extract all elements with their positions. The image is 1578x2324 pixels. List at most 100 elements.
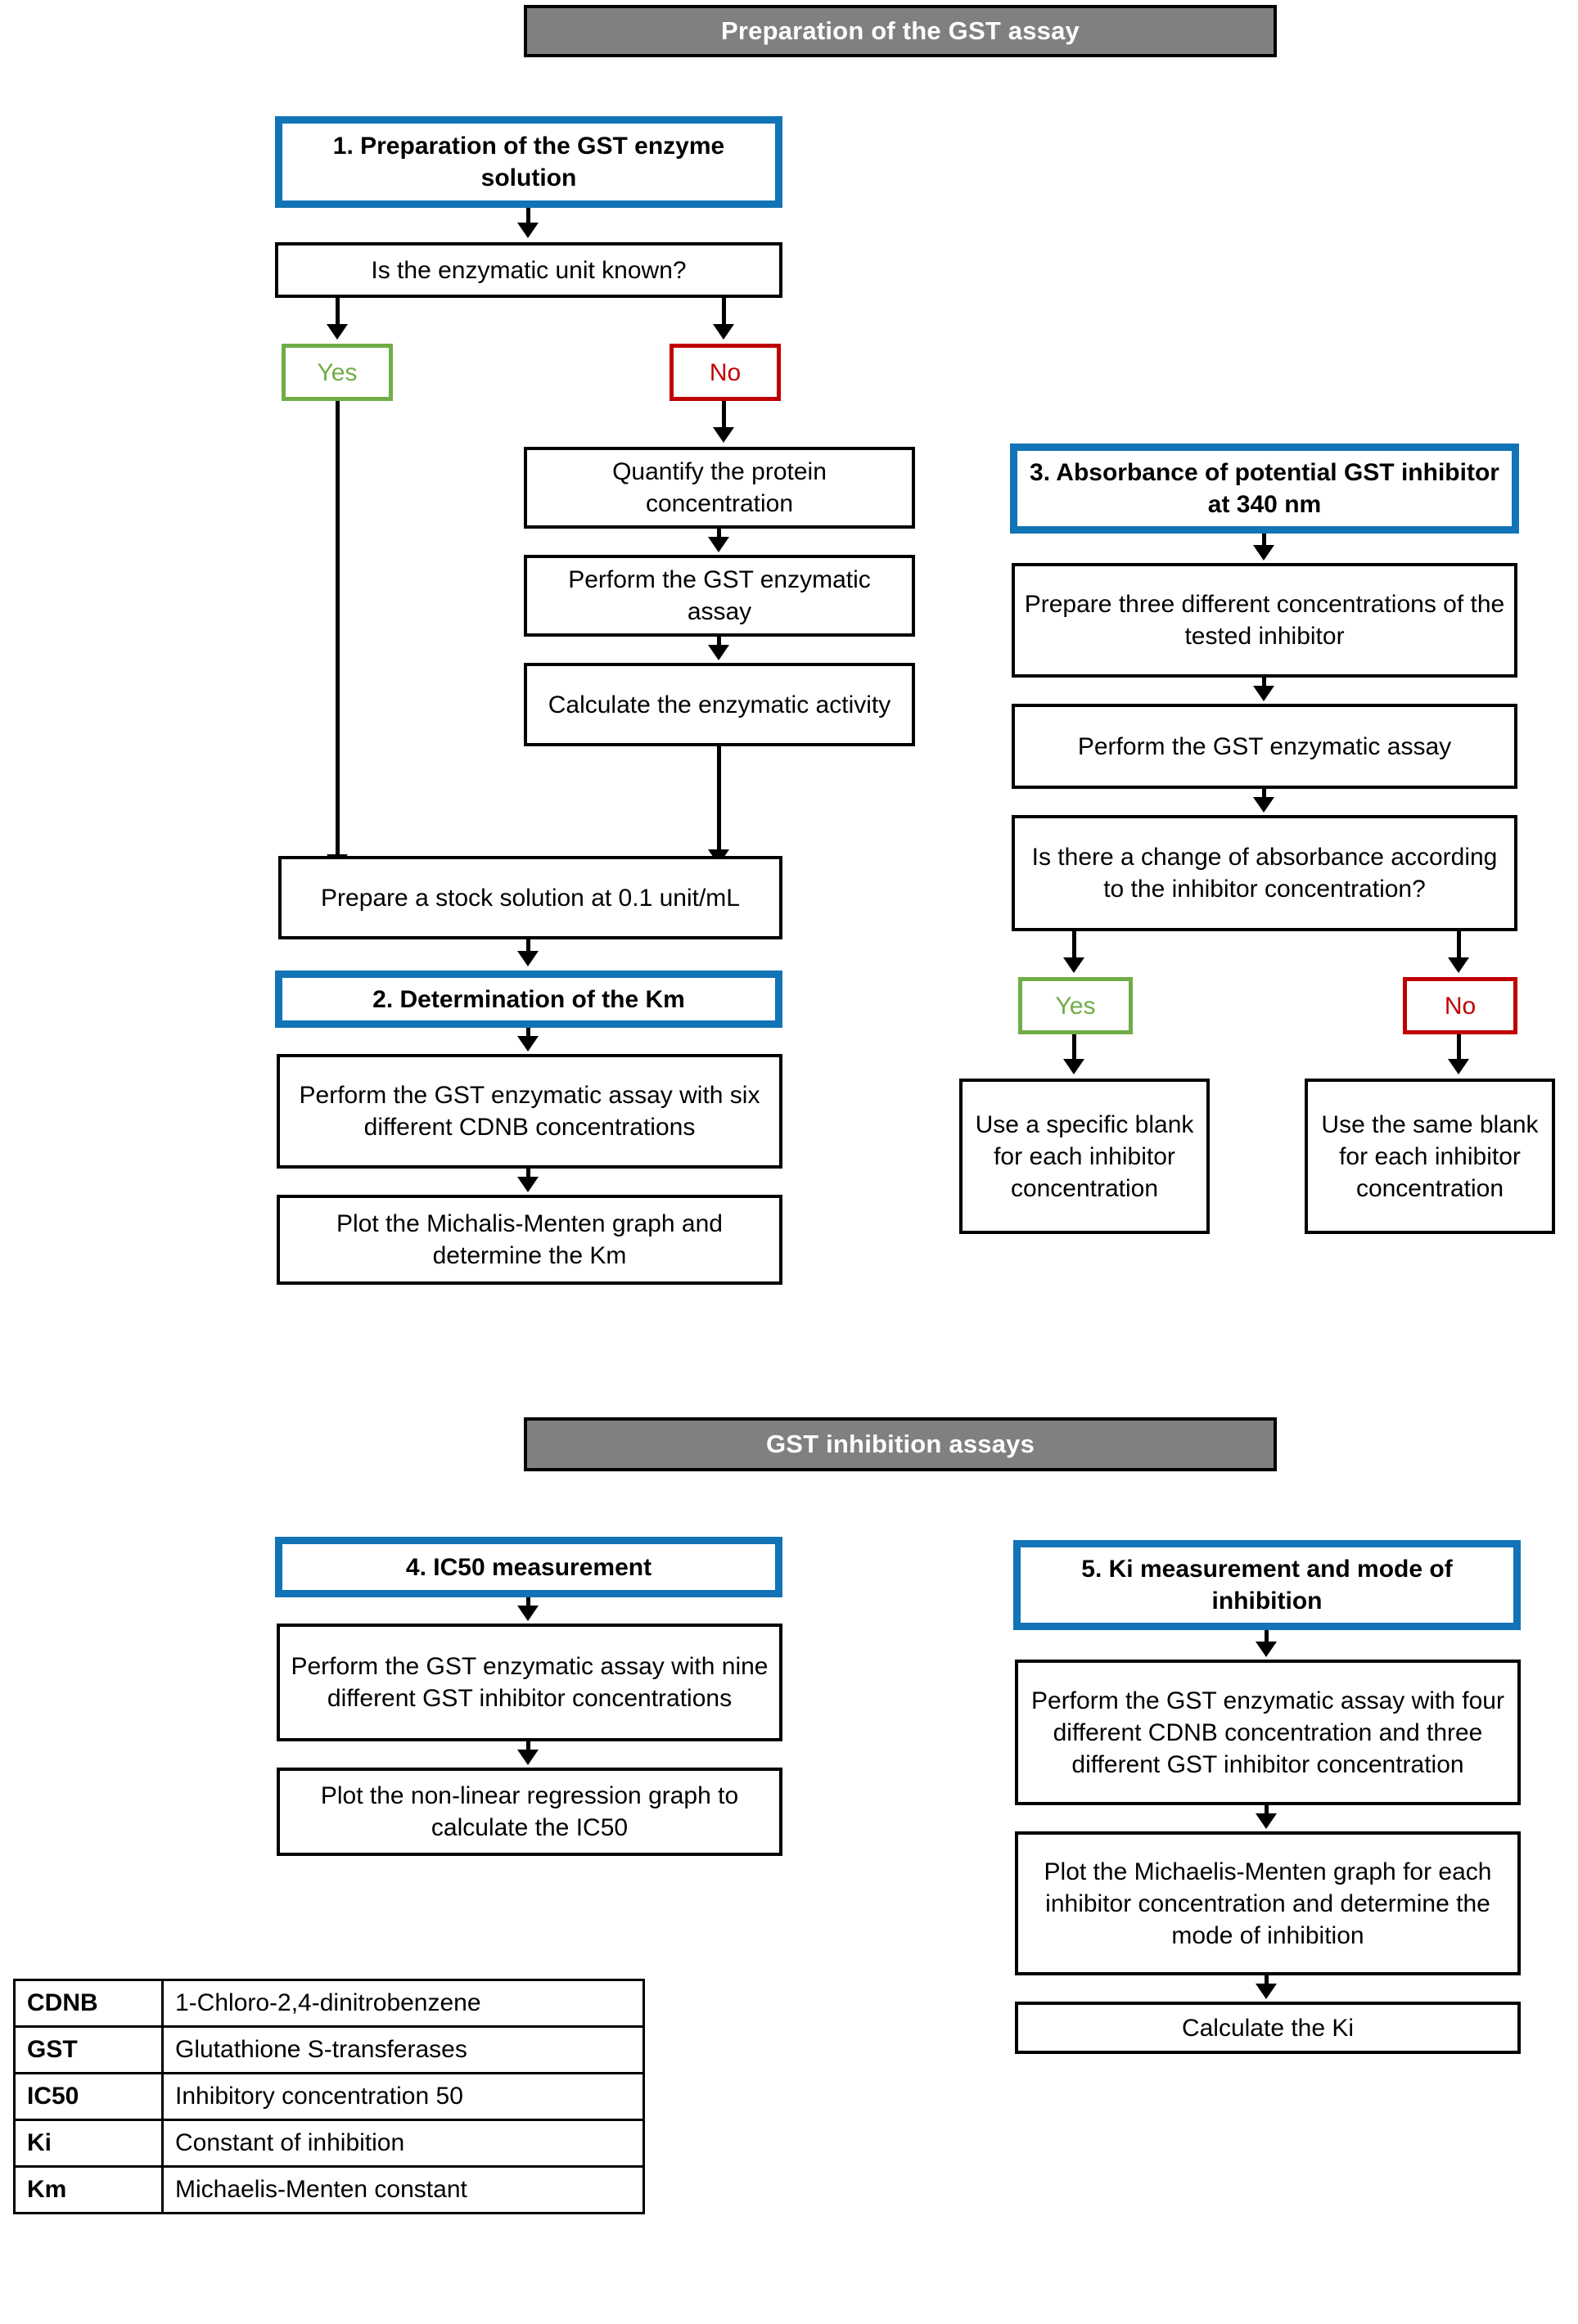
arrowhead-s2-step2 xyxy=(517,1177,539,1192)
connector-s3-yes-to-result xyxy=(1072,1034,1076,1064)
arrowhead-s3-no xyxy=(1448,957,1469,973)
connector-s3-no-to-result xyxy=(1457,1034,1461,1064)
abbr-value: 1-Chloro-2,4-dinitrobenzene xyxy=(161,1979,645,2028)
section5-step3: Calculate the Ki xyxy=(1015,2002,1521,2054)
section1-quantify-label: Quantify the protein concentration xyxy=(612,458,827,517)
abbr-key: IC50 xyxy=(13,2072,164,2121)
abbr-key: CDNB xyxy=(13,1979,164,2028)
section4-step2: Plot the non-linear regression graph to … xyxy=(277,1768,782,1856)
section3-heading-label: 3. Absorbance of potential GST inhibitor… xyxy=(1030,459,1499,518)
connector-s3-step1-to-step2 xyxy=(1262,678,1266,691)
section1-quantify: Quantify the protein concentration xyxy=(524,447,915,529)
section5-step1: Perform the GST enzymatic assay with fou… xyxy=(1015,1660,1521,1805)
section3-yes-result: Use a specific blank for each inhibitor … xyxy=(959,1079,1210,1234)
arrowhead-s1-no xyxy=(713,324,734,340)
table-row: GST Glutathione S-transferases xyxy=(13,2025,645,2074)
arrowhead-s3-no-result xyxy=(1448,1059,1469,1074)
section1-perform-assay: Perform the GST enzymatic assay xyxy=(524,555,915,637)
section5-step3-label: Calculate the Ki xyxy=(1181,2014,1355,2042)
connector-s4-step1-to-step2 xyxy=(526,1741,530,1754)
arrowhead-s3-yes-result xyxy=(1063,1059,1084,1074)
banner-inhibition: GST inhibition assays xyxy=(524,1417,1277,1471)
table-row: Km Michaelis-Menten constant xyxy=(13,2165,645,2214)
arrowhead-s3-yes xyxy=(1063,957,1084,973)
arrowhead-s1-calculate xyxy=(708,645,729,660)
section2-step2-label: Plot the Michalis-Menten graph and deter… xyxy=(336,1210,723,1269)
arrowhead-s3-step2 xyxy=(1253,686,1274,701)
section4-heading-label: 4. IC50 measurement xyxy=(405,1553,652,1581)
section5-step1-label: Perform the GST enzymatic assay with fou… xyxy=(1031,1687,1504,1778)
connector-s3-heading-to-step1 xyxy=(1262,534,1266,550)
banner-preparation: Preparation of the GST assay xyxy=(524,5,1277,57)
section1-decision-label: Is the enzymatic unit known? xyxy=(371,256,687,284)
section1-yes-label: Yes xyxy=(317,358,358,386)
section2-step1: Perform the GST enzymatic assay with six… xyxy=(277,1054,782,1169)
section3-decision: Is there a change of absorbance accordin… xyxy=(1012,815,1517,931)
abbr-value: Constant of inhibition xyxy=(161,2119,645,2168)
abbr-key: GST xyxy=(13,2025,164,2074)
connector-s5-heading-to-step1 xyxy=(1265,1630,1269,1646)
connector-s3-decision-to-no xyxy=(1457,931,1461,962)
connector-s1-yes-long xyxy=(336,401,340,859)
section3-no-chip: No xyxy=(1403,977,1517,1034)
arrowhead-s1-quantify xyxy=(713,427,734,443)
section5-heading: 5. Ki measurement and mode of inhibition xyxy=(1013,1540,1521,1630)
section1-no-label: No xyxy=(709,358,742,386)
section4-heading: 4. IC50 measurement xyxy=(275,1537,782,1597)
section1-yes-chip: Yes xyxy=(282,344,393,401)
arrowhead-s3-step1 xyxy=(1253,545,1274,561)
connector-s2-step1-to-step2 xyxy=(526,1169,530,1182)
connector-s1-calculate-to-stock xyxy=(717,746,721,854)
section5-step2: Plot the Michaelis-Menten graph for each… xyxy=(1015,1831,1521,1975)
section1-decision: Is the enzymatic unit known? xyxy=(275,242,782,298)
section3-no-result-label: Use the same blank for each inhibitor co… xyxy=(1321,1110,1539,1202)
connector-s5-step2-to-step3 xyxy=(1265,1975,1269,1988)
section1-perform-assay-label: Perform the GST enzymatic assay xyxy=(568,566,871,625)
section3-yes-label: Yes xyxy=(1055,992,1096,1020)
arrowhead-s4-step2 xyxy=(517,1750,539,1765)
section3-step2: Perform the GST enzymatic assay xyxy=(1012,704,1517,789)
abbreviation-table-body: CDNB 1-Chloro-2,4-dinitrobenzene GST Glu… xyxy=(13,1979,645,2214)
section5-heading-label: 5. Ki measurement and mode of inhibition xyxy=(1081,1556,1453,1615)
connector-s1-heading-to-decision xyxy=(526,208,530,227)
table-row: CDNB 1-Chloro-2,4-dinitrobenzene xyxy=(13,1979,645,2028)
section1-heading-label: 1. Preparation of the GST enzyme solutio… xyxy=(332,133,725,191)
connector-s1-no-to-quantify xyxy=(722,401,726,432)
connector-s2-heading-to-step1 xyxy=(526,1028,530,1041)
arrowhead-s5-step3 xyxy=(1256,1984,1277,1999)
section3-yes-result-label: Use a specific blank for each inhibitor … xyxy=(975,1110,1194,1202)
section1-no-chip: No xyxy=(670,344,781,401)
section5-step2-label: Plot the Michaelis-Menten graph for each… xyxy=(1044,1858,1492,1949)
section3-heading: 3. Absorbance of potential GST inhibitor… xyxy=(1010,444,1519,534)
section3-step1-label: Prepare three different concentrations o… xyxy=(1024,591,1505,650)
arrowhead-s5-step2 xyxy=(1256,1813,1277,1829)
connector-s1-decision-to-yes xyxy=(336,298,340,329)
arrowhead-s1-decision xyxy=(517,223,539,238)
connector-s5-step1-to-step2 xyxy=(1265,1805,1269,1818)
arrowhead-s1-yes xyxy=(327,324,348,340)
table-row: IC50 Inhibitory concentration 50 xyxy=(13,2072,645,2121)
section2-step2: Plot the Michalis-Menten graph and deter… xyxy=(277,1195,782,1285)
section3-step2-label: Perform the GST enzymatic assay xyxy=(1077,732,1452,760)
section3-yes-chip: Yes xyxy=(1018,977,1133,1034)
section4-step2-label: Plot the non-linear regression graph to … xyxy=(320,1782,739,1841)
section2-heading-label: 2. Determination of the Km xyxy=(372,985,685,1013)
arrowhead-s2-heading xyxy=(517,951,539,966)
abbr-key: Km xyxy=(13,2165,164,2214)
connector-s4-heading-to-step1 xyxy=(526,1597,530,1610)
arrowhead-s1-assay xyxy=(708,537,729,552)
connector-s1-assay-to-calculate xyxy=(717,637,721,650)
abbreviation-table: CDNB 1-Chloro-2,4-dinitrobenzene GST Glu… xyxy=(13,1979,645,2214)
section3-no-label: No xyxy=(1444,992,1477,1020)
section4-step1-label: Perform the GST enzymatic assay with nin… xyxy=(291,1653,769,1712)
table-row: Ki Constant of inhibition xyxy=(13,2119,645,2168)
abbr-value: Glutathione S-transferases xyxy=(161,2025,645,2074)
arrowhead-s5-step1 xyxy=(1256,1642,1277,1657)
section4-step1: Perform the GST enzymatic assay with nin… xyxy=(277,1624,782,1741)
arrowhead-s4-step1 xyxy=(517,1606,539,1621)
section1-heading: 1. Preparation of the GST enzyme solutio… xyxy=(275,116,782,208)
abbr-value: Inhibitory concentration 50 xyxy=(161,2072,645,2121)
connector-s3-step2-to-decision xyxy=(1262,789,1266,802)
abbr-key: Ki xyxy=(13,2119,164,2168)
